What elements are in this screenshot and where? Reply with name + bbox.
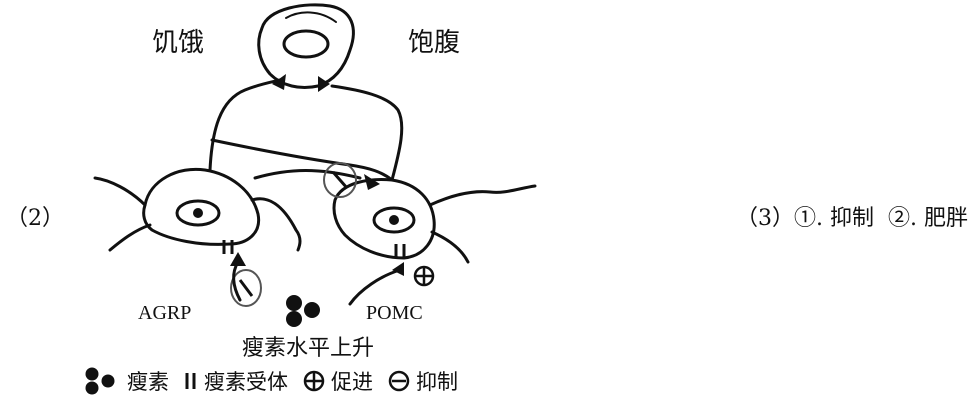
part3-answer-2: ②. 肥胖 xyxy=(888,206,968,231)
leptin-dots-icon xyxy=(85,367,115,395)
receptor-agrp xyxy=(222,240,234,254)
legend-label-leptin: 瘦素 xyxy=(127,370,169,394)
promotion-mark-pomc xyxy=(413,265,435,287)
arrow-leptin-to-agrp xyxy=(230,252,246,266)
legend-label-inhibit: 抑制 xyxy=(416,370,458,394)
legend-item-inhibit: 抑制 xyxy=(387,366,458,396)
circle-plus-icon xyxy=(303,370,325,392)
hunger-label: 饥饿 xyxy=(152,28,205,58)
leptin-level-caption: 瘦素水平上升 xyxy=(242,336,375,361)
satiety-label: 饱腹 xyxy=(408,28,461,58)
part3-answer-1: （3）①. 抑制 xyxy=(736,206,874,231)
pomc-neuron-body xyxy=(332,178,436,260)
arrow-to-target-left xyxy=(272,74,286,90)
arrow-agrp-to-pomc xyxy=(364,174,380,190)
legend: 瘦素 瘦素受体 促进 抑制 xyxy=(84,366,472,396)
legend-label-promote: 促进 xyxy=(331,370,373,394)
receptor-pomc xyxy=(394,244,406,258)
legend-item-promote: 促进 xyxy=(302,366,373,396)
target-cell-nucleus xyxy=(282,29,330,59)
legend-item-leptin: 瘦素 xyxy=(84,366,169,396)
circle-minus-icon xyxy=(388,370,410,392)
pomc-label: POMC xyxy=(366,302,423,324)
receptor-bars-icon xyxy=(185,373,196,389)
agrp-neuron-body xyxy=(142,167,261,246)
arrow-to-target-right xyxy=(318,76,330,92)
agrp-label: AGRP xyxy=(138,302,192,324)
inhibition-mark-agrp-pomc xyxy=(323,162,357,198)
legend-label-receptor: 瘦素受体 xyxy=(204,370,288,394)
arrow-leptin-to-pomc xyxy=(392,262,404,276)
target-cell-body xyxy=(257,3,355,89)
inhibition-mark-leptin-agrp xyxy=(230,269,262,307)
leptin-dots xyxy=(286,295,320,327)
part2-label: （2） xyxy=(6,206,64,231)
legend-item-receptor: 瘦素受体 xyxy=(183,366,288,396)
pomc-neuron-nucleus xyxy=(372,206,416,234)
agrp-neuron-nucleus xyxy=(175,199,221,227)
